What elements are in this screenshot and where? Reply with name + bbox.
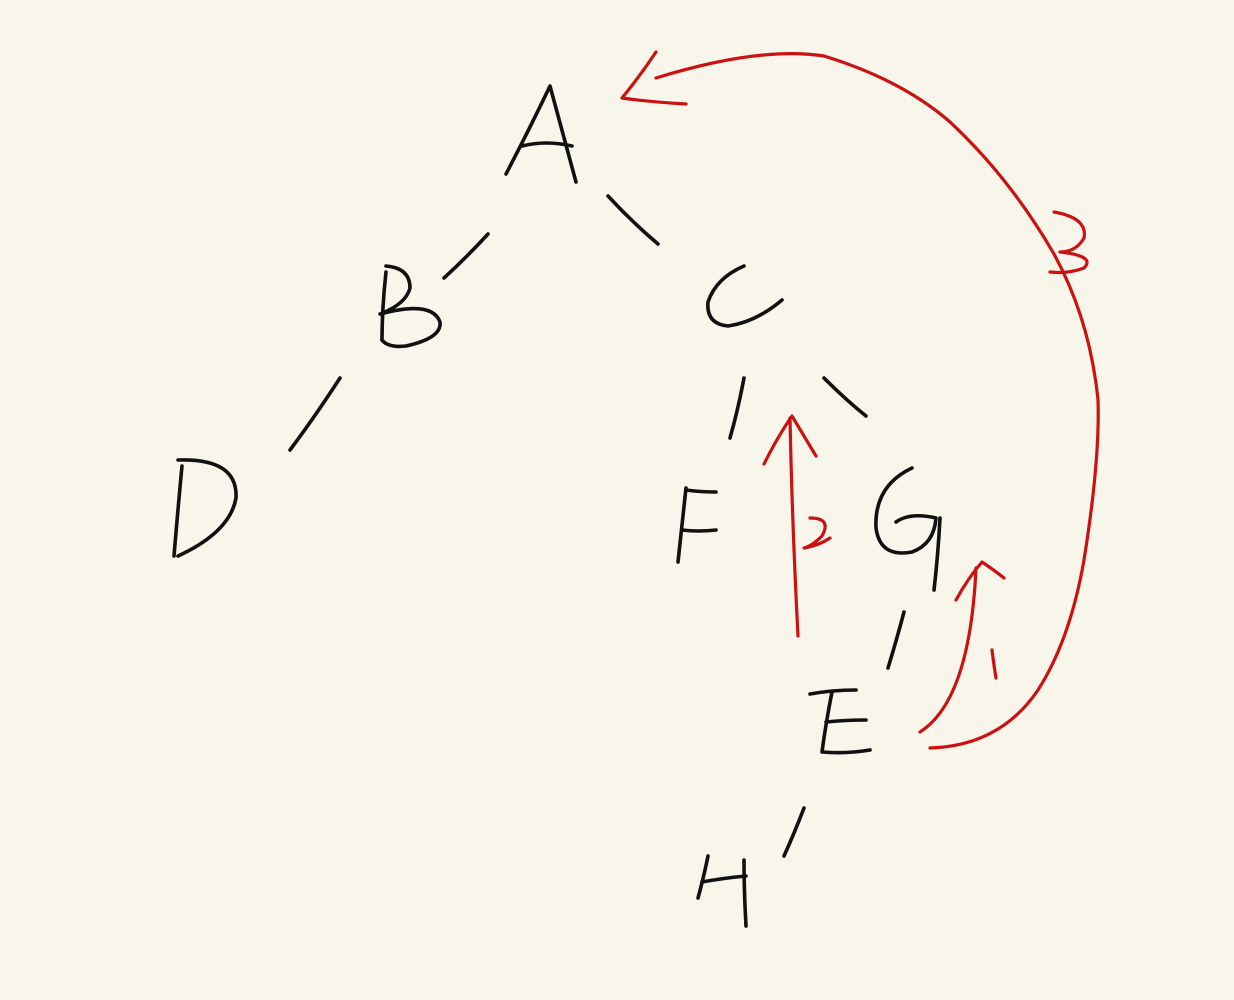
node-g <box>874 466 942 592</box>
node-b <box>378 264 442 349</box>
edge-a-c <box>606 194 660 246</box>
edge-c-f <box>728 376 746 440</box>
edge-a-b <box>442 232 490 280</box>
node-f <box>676 486 718 564</box>
annotation-arrow-3 <box>620 50 1100 750</box>
edge-b-d <box>288 376 342 452</box>
edge-c-g <box>822 376 868 418</box>
node-e <box>808 688 872 755</box>
node-d <box>172 458 238 558</box>
node-a <box>504 84 578 184</box>
node-h <box>696 854 748 928</box>
annotation-arrow-2 <box>762 414 832 638</box>
node-c <box>706 264 784 328</box>
edge-e-h <box>782 806 806 858</box>
annotation-arrow-1 <box>918 560 1006 734</box>
edge-g-e <box>886 610 906 670</box>
